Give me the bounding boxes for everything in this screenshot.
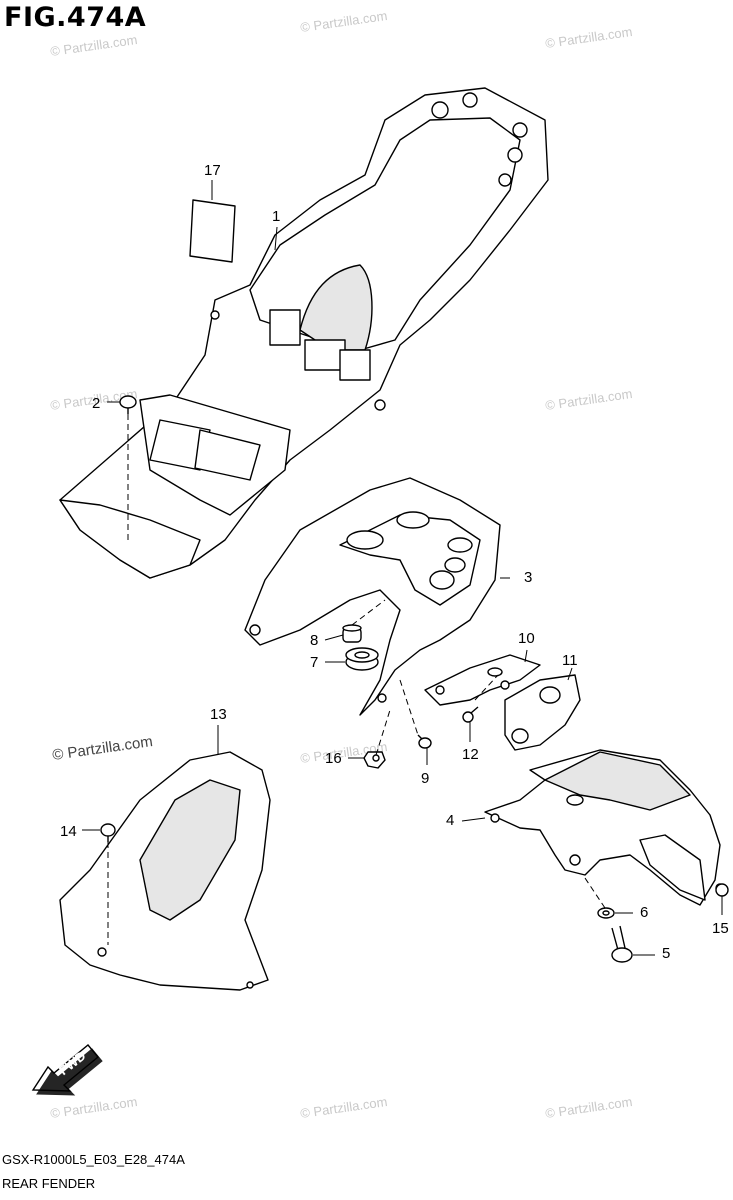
part-13-rear-hugger (59, 751, 271, 991)
part-12-bolt (462, 706, 479, 723)
part-8-grommet (342, 624, 362, 643)
callout-3: 3 (524, 569, 533, 586)
part-2-clip (119, 395, 137, 414)
part-9-screw (417, 734, 432, 749)
part-15-cushion (715, 883, 729, 897)
callout-5: 5 (662, 945, 671, 962)
callout-15: 15 (712, 920, 729, 937)
callout-2: 2 (92, 395, 101, 412)
callout-9: 9 (421, 770, 430, 787)
callout-13: 13 (210, 706, 227, 723)
part-14-bolt (100, 823, 116, 842)
callout-14: 14 (60, 823, 77, 840)
part-11-bracket (504, 674, 581, 751)
callout-4: 4 (446, 812, 455, 829)
part-4-license-bracket (484, 749, 725, 906)
part-7-cushion (345, 647, 379, 671)
part-5-bolt (611, 925, 633, 963)
callout-16: 16 (325, 750, 342, 767)
figure-name: REAR FENDER (2, 1176, 96, 1191)
part-6-washer (597, 907, 615, 919)
model-code: GSX-R1000L5_E03_E28_474A (2, 1152, 185, 1167)
callout-6: 6 (640, 904, 649, 921)
callout-11: 11 (562, 652, 578, 669)
callout-17: 17 (204, 162, 221, 179)
fwd-arrow-icon: FWD (31, 1044, 103, 1096)
callout-10: 10 (518, 630, 535, 647)
part-17-label-sticker (189, 199, 236, 263)
callout-8: 8 (310, 632, 319, 649)
callout-12: 12 (462, 746, 479, 763)
part-10-bracket (424, 654, 541, 706)
callout-1: 1 (272, 208, 281, 225)
part-3-under-tray (244, 477, 501, 716)
part-1-rear-fender-frame (59, 87, 549, 579)
figure-title: FIG.474A (4, 2, 147, 33)
part-16-nut (363, 751, 386, 769)
callout-7: 7 (310, 654, 319, 671)
